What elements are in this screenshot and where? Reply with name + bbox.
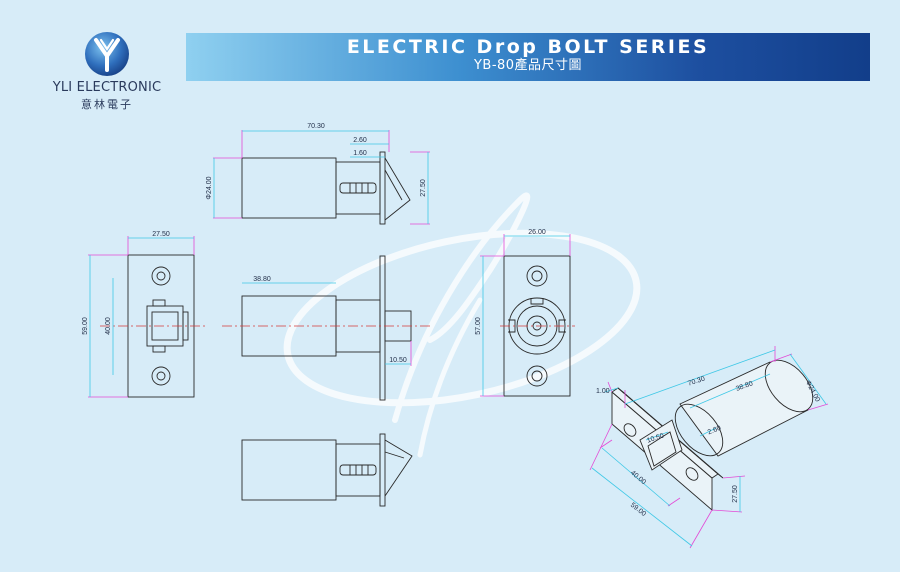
plate-width-label: 27.50: [152, 231, 170, 238]
end-height-label: 57.00: [475, 317, 482, 335]
bottom-pin: [339, 464, 377, 476]
plate-view: 27.50 59.00 40.00: [82, 231, 205, 398]
top-neck: [335, 161, 381, 215]
bottom-body: [241, 439, 337, 501]
end-view: 26.00 57.00: [475, 229, 575, 397]
yli-logo-icon: [85, 32, 129, 76]
top-flange: [379, 151, 386, 225]
iso-small-label: 2.60: [707, 425, 722, 437]
iso-length-label: 70.30: [687, 376, 706, 388]
top-bracket: [384, 157, 411, 221]
watermark: [283, 192, 641, 458]
iso-inner-label: 40.00: [629, 470, 647, 487]
bottom-view: [241, 433, 413, 507]
brand-logo: YLI ELECTRONIC 意林電子: [52, 30, 162, 112]
bottom-neck: [335, 443, 381, 497]
mid-body-label: 38.80: [253, 276, 271, 283]
page-subtitle: YB-80產品尺寸圖: [473, 58, 583, 73]
top-body: [241, 157, 337, 219]
mid-pin-label: 10.50: [389, 357, 407, 364]
side-flange: [379, 255, 386, 401]
top-bracket-label: 27.50: [420, 179, 427, 197]
isometric-view: 1.00 70.30 38.80 Φ24.00 10.50 2.60 40.00…: [589, 346, 829, 549]
top-flange-inner-label: 1.60: [353, 150, 367, 157]
iso-latch: [639, 419, 683, 471]
brand-name: YLI ELECTRONIC: [52, 80, 162, 95]
top-flange-label: 2.60: [353, 137, 367, 144]
iso-thick-label: 1.00: [596, 388, 610, 395]
plate-height-label: 59.00: [82, 317, 89, 335]
side-view: 38.80 10.50: [222, 255, 430, 401]
top-view: 70.30 2.60 1.60 Φ24.00 27.50: [206, 123, 430, 225]
page-title: ELECTRIC Drop BOLT SERIES: [346, 36, 710, 58]
brand-name-cn: 意林電子: [81, 98, 133, 111]
plate-inner-label: 40.00: [105, 317, 112, 335]
title-banner: ELECTRIC Drop BOLT SERIES YB-80產品尺寸圖: [186, 33, 870, 81]
top-length-label: 70.30: [307, 123, 325, 130]
top-pin: [339, 182, 377, 194]
end-width-label: 26.00: [528, 229, 546, 236]
top-diameter-label: Φ24.00: [206, 176, 213, 199]
iso-bracket-label: 27.50: [732, 485, 739, 503]
